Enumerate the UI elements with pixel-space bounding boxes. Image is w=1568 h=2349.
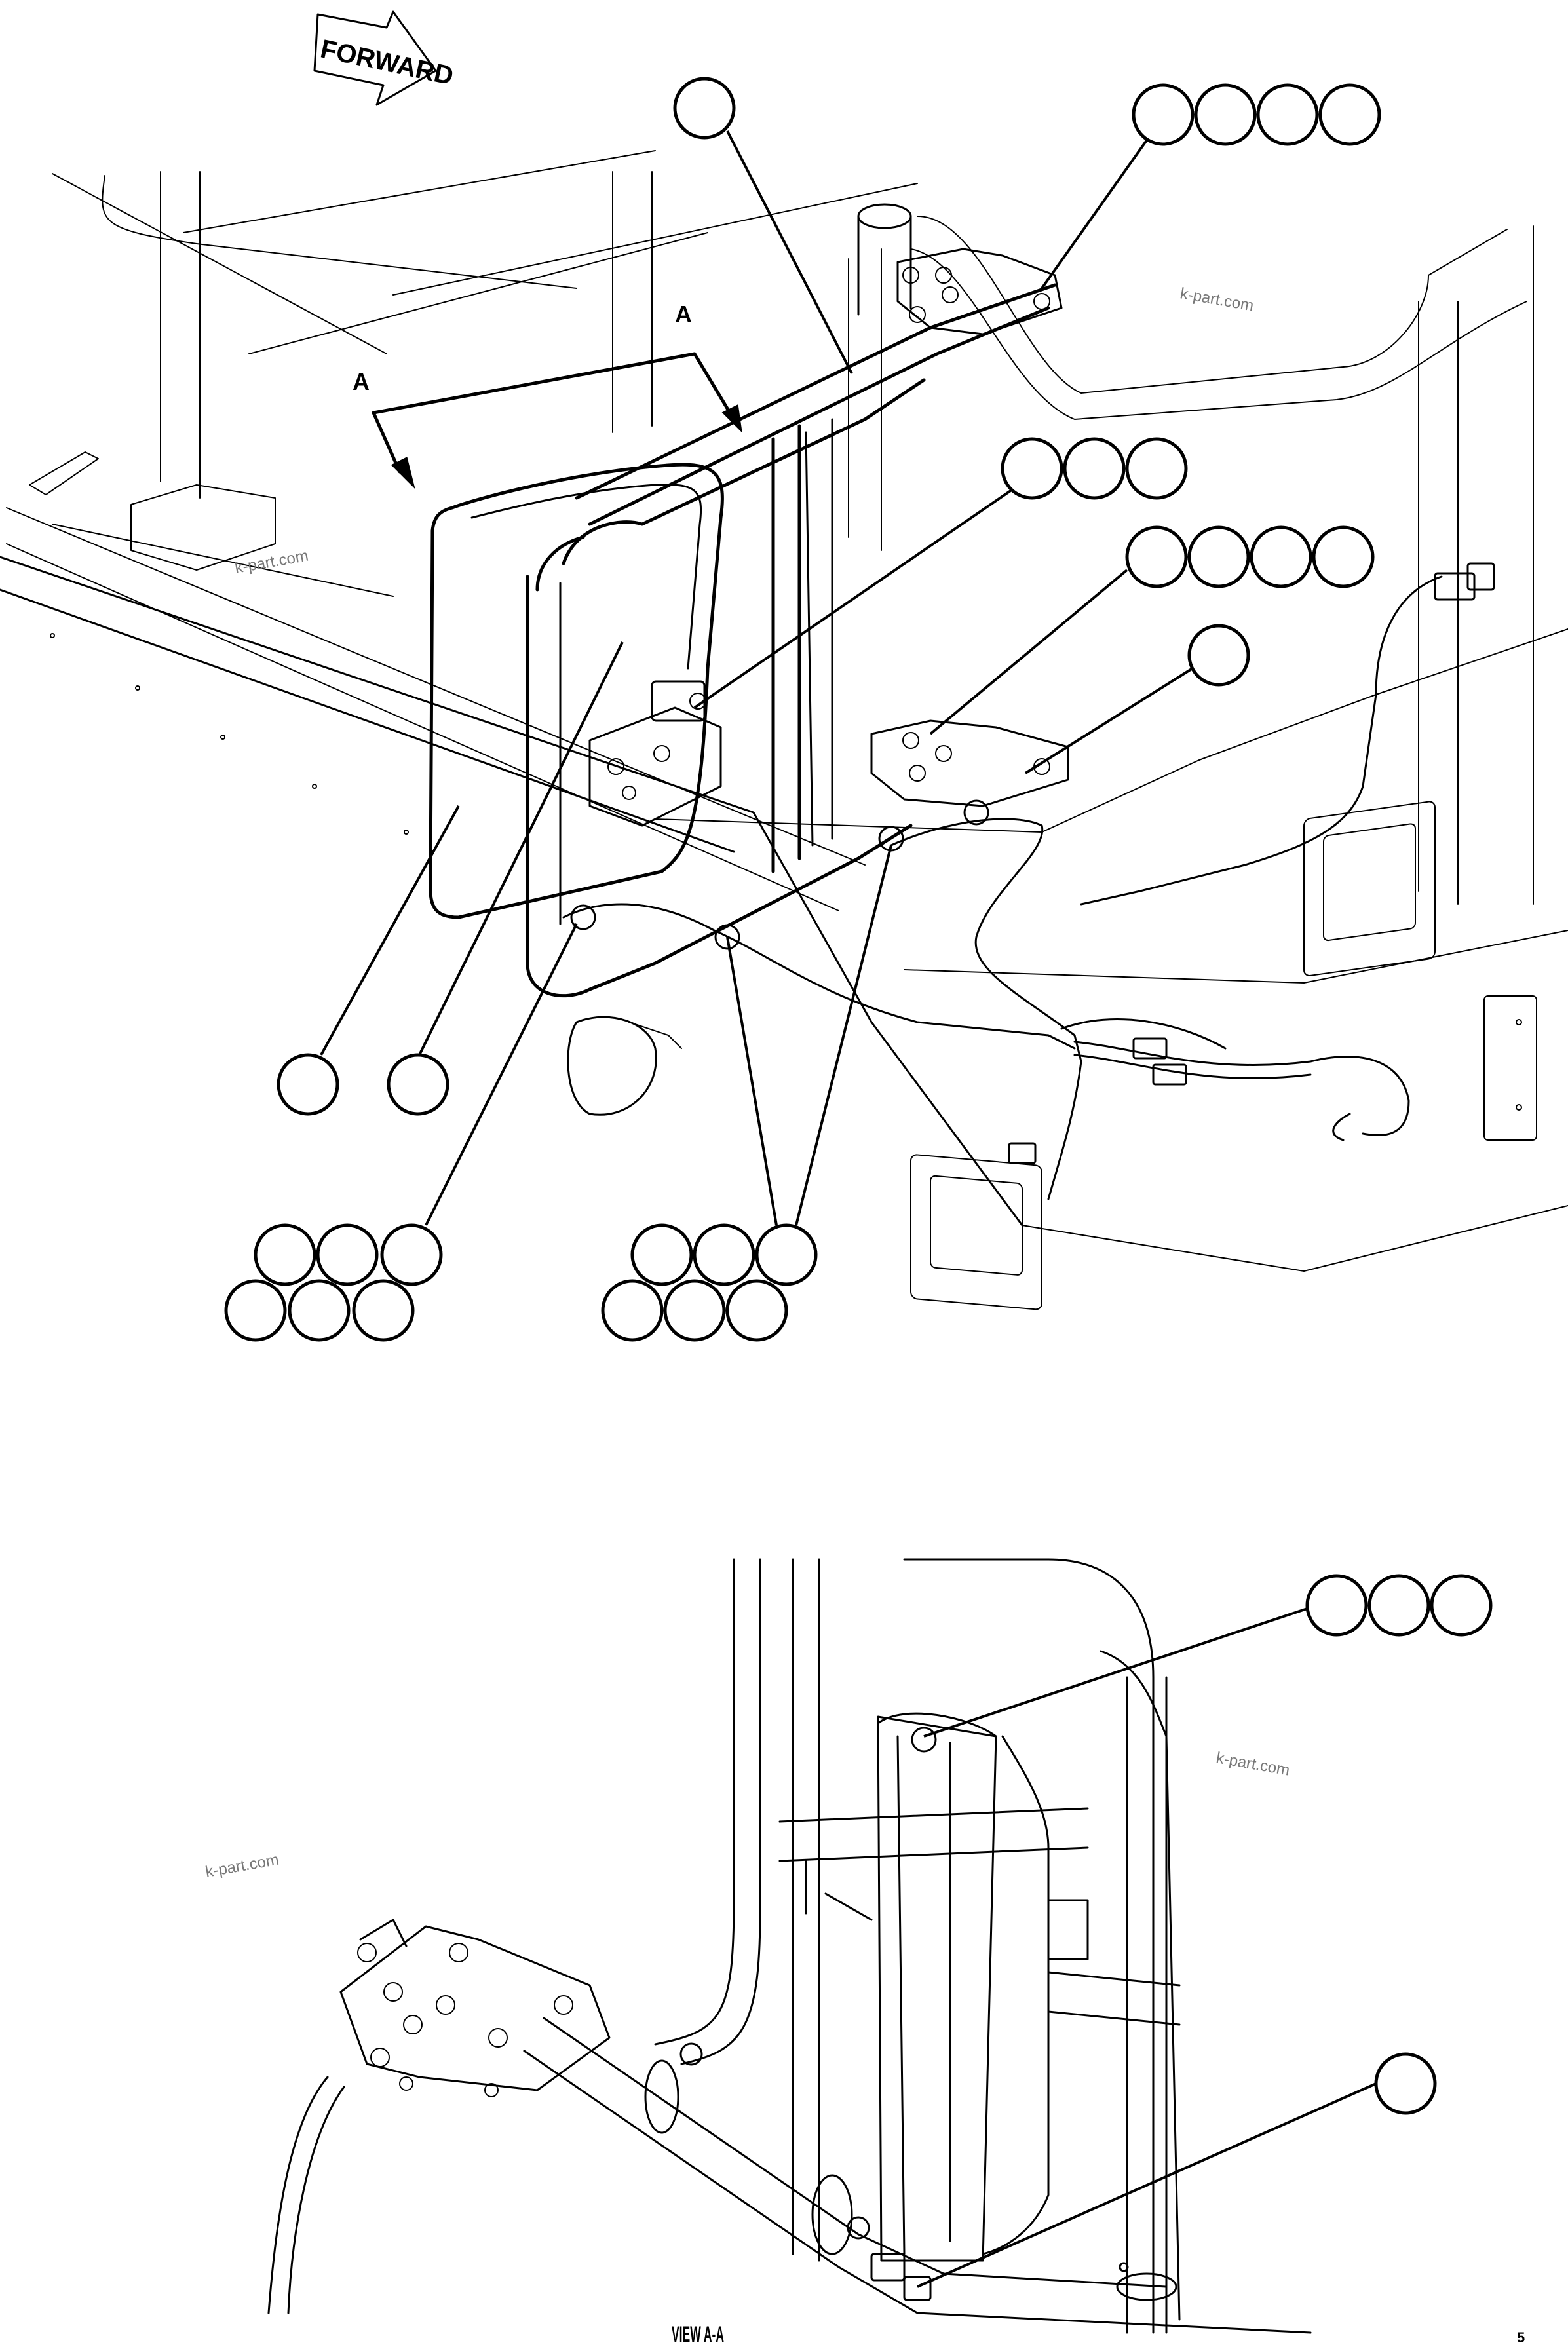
callout-bubble-group [1305, 1574, 1493, 1637]
callout-bubble [1187, 624, 1250, 687]
section-arrows: A A [353, 301, 742, 489]
callout-bubble [277, 1053, 339, 1116]
section-marker-right: A [675, 301, 692, 328]
side-panel-right [1483, 995, 1537, 1141]
section-marker-left: A [353, 368, 370, 395]
callouts-top [224, 77, 1381, 1342]
mirror-assembly [429, 203, 1069, 1116]
forward-label: FORWARD [318, 35, 456, 91]
rail-bolts [50, 633, 409, 835]
machine-frame [0, 150, 1568, 1272]
watermark: k-part.com [1215, 1749, 1291, 1779]
callout-bubble-group [1001, 437, 1188, 500]
corner-mark: 5 [1517, 2329, 1525, 2346]
view-a-a-detail [267, 1558, 1312, 2334]
watermark: k-part.com [204, 1851, 280, 1881]
wiring-harness [562, 562, 1495, 1200]
watermark: k-part.com [1179, 284, 1255, 315]
callout-bubble-group [1125, 525, 1375, 588]
callout-bubble-group [224, 1223, 443, 1342]
rear-lamp-right [1303, 801, 1436, 977]
callouts-view-a-a [917, 1574, 1493, 2288]
callout-bubble-group [601, 1223, 818, 1342]
callout-bubble [673, 77, 736, 140]
watermarks: k-part.com k-part.com k-part.com k-part.… [204, 284, 1291, 1881]
rear-lamp-left [910, 1154, 1042, 1310]
callout-bubble [1374, 2052, 1437, 2115]
watermark: k-part.com [233, 547, 309, 577]
forward-arrow-icon: FORWARD [313, 10, 456, 106]
callout-bubble [387, 1053, 449, 1116]
callout-bubble-group [1132, 83, 1381, 146]
view-label: VIEW A-A [672, 2322, 724, 2347]
